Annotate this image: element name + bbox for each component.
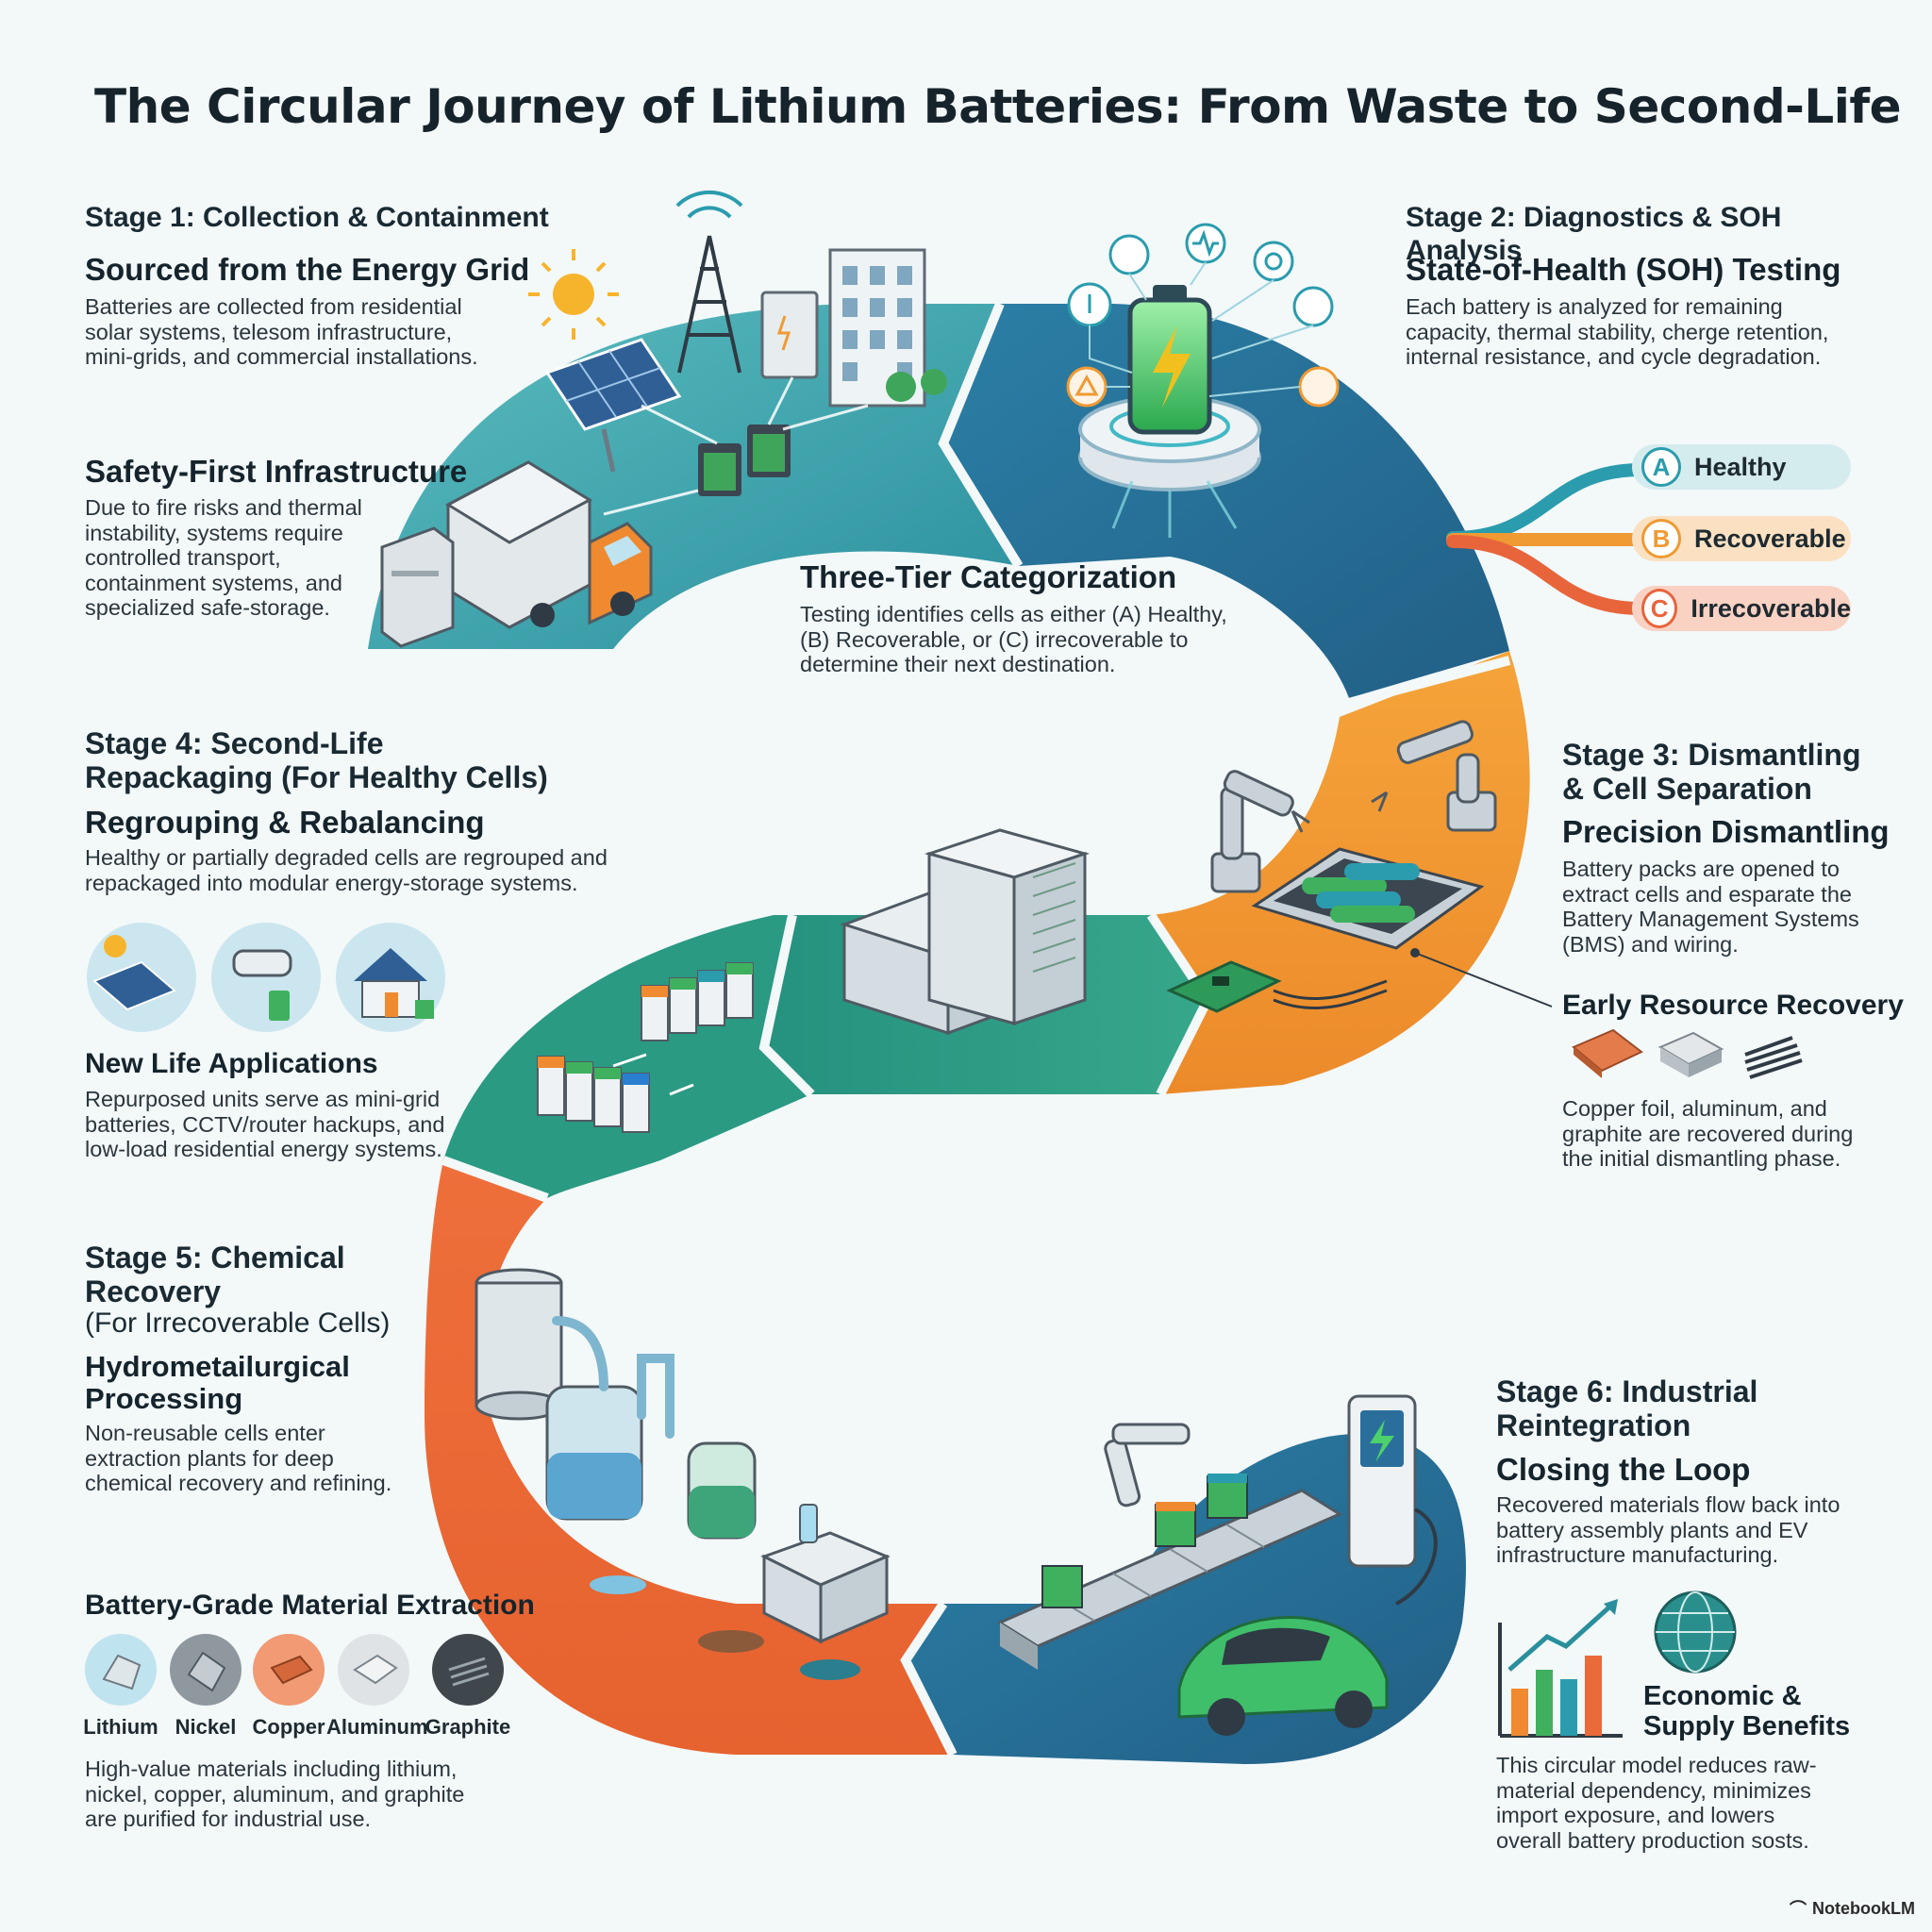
tier-c-label: Irrecoverable [1690, 593, 1851, 623]
energy-storage-cabinets-icon [840, 828, 1091, 1036]
stage4-text-applications: Repurposed units serve as mini-grid batt… [85, 1087, 445, 1161]
material-label-graphite: Graphite [425, 1715, 511, 1739]
stage4-heading-applications: New Life Applications [85, 1048, 378, 1079]
globe-icon [1654, 1591, 1737, 1674]
stage4-label: Stage 4: Second-Life Repackaging (For He… [85, 726, 548, 794]
house-application-icon [336, 923, 445, 1032]
thermometer-icon [1067, 282, 1112, 327]
material-powder-icon [590, 1575, 860, 1680]
settings-icon [1292, 286, 1334, 327]
tier-b-label: Recoverable [1694, 524, 1846, 553]
tier-b-badge: B [1641, 519, 1681, 558]
stage5-label: Stage 5: Chemical Recovery [85, 1241, 345, 1308]
aluminum-icon [338, 1634, 409, 1706]
tier-irrecoverable: C Irrecoverable [1632, 586, 1851, 631]
aluminum-ingot-icon [1657, 1031, 1724, 1077]
growth-chart-icon [1498, 1599, 1623, 1738]
stage2-text: Each battery is analyzed for remaining c… [1406, 294, 1829, 369]
extraction-machine-icon [760, 1504, 891, 1644]
solar-application-icon [87, 923, 196, 1032]
stage1-heading-safety: Safety-First Infrastructure [85, 454, 468, 489]
stage4-heading: Regrouping & Rebalancing [85, 805, 485, 840]
tier-healthy: A Healthy [1632, 444, 1851, 490]
power-cabinet-icon [760, 291, 819, 379]
robot-arm-right-icon [1371, 720, 1497, 832]
stage5-label-sub: (For Irrecoverable Cells) [85, 1307, 391, 1339]
stage1-heading-sourced: Sourced from the Energy Grid [85, 252, 530, 287]
tier-a-branch [1446, 463, 1648, 544]
nickel-icon [170, 1634, 242, 1706]
material-label-copper: Copper [252, 1715, 325, 1739]
stage6-heading: Closing the Loop [1496, 1452, 1751, 1487]
tier-a-label: Healthy [1694, 452, 1787, 481]
graphite-icon [1744, 1036, 1803, 1079]
tier-recoverable: B Recoverable [1632, 516, 1851, 561]
stage1-text-safety: Due to fire risks and thermal instabilit… [85, 495, 362, 620]
three-tier-text: Testing identifies cells as either (A) H… [800, 602, 1227, 676]
stage5-text: Non-reusable cells enter extraction plan… [85, 1421, 392, 1495]
page-title: The Circular Journey of Lithium Batterie… [94, 79, 1902, 134]
mixing-vessel-icon [687, 1441, 757, 1540]
warning-icon [1066, 366, 1108, 408]
telecom-tower-icon [675, 190, 743, 374]
stage6-heading-economic: Economic & Supply Benefits [1643, 1681, 1851, 1741]
stage5-heading: Hydrometailurgical Processing [85, 1350, 350, 1415]
ev-charger-icon [1347, 1394, 1438, 1606]
assembly-cells-icon [1041, 1474, 1248, 1608]
notebooklm-watermark: ⌒ NotebookLM [1790, 1896, 1915, 1921]
electric-car-icon [1177, 1615, 1389, 1736]
tier-a-badge: A [1641, 447, 1681, 487]
stage3-heading: Precision Dismantling [1562, 814, 1890, 849]
material-label-lithium: Lithium [83, 1715, 158, 1739]
tier-c-badge: C [1641, 589, 1678, 628]
stage3-label: Stage 3: Dismantling & Cell Separation [1562, 738, 1861, 806]
copper-icon [253, 1634, 325, 1706]
conveyor-belt-icon [996, 1489, 1343, 1670]
stage5-text-extraction: High-value materials including lithium, … [85, 1757, 465, 1831]
battery-icon [1127, 285, 1212, 435]
bms-board-icon [1166, 960, 1282, 1013]
office-building-icon [828, 248, 947, 408]
stage1-label: Stage 1: Collection & Containment [85, 202, 549, 233]
watermark-text: NotebookLM [1812, 1898, 1915, 1918]
cctv-application-icon [211, 923, 321, 1032]
battery-module-icon [698, 425, 791, 496]
transport-truck-icon [444, 460, 653, 629]
chemical-tank-icon [475, 1268, 563, 1421]
three-tier-heading: Three-Tier Categorization [800, 559, 1177, 594]
stage3-text-recovery: Copper foil, aluminum, and graphite are … [1562, 1096, 1854, 1171]
graphite-material-icon [432, 1634, 504, 1706]
gear-icon [1253, 241, 1294, 282]
battery-packs-icon [537, 962, 754, 1133]
robot-arm-left-icon [1210, 770, 1310, 893]
stage2-label: Stage 2: Diagnostics & SOH Analysis [1406, 202, 1782, 266]
material-label-nickel: Nickel [175, 1715, 237, 1739]
lithium-icon [85, 1634, 157, 1706]
stage4-text: Healthy or partially degraded cells are … [85, 845, 608, 895]
stage6-label: Stage 6: Industrial Reintegration [1496, 1374, 1758, 1442]
battery-tray-icon [1251, 847, 1485, 950]
storage-container-icon [380, 526, 455, 648]
stage5-heading-extraction: Battery-Grade Material Extraction [85, 1590, 535, 1621]
tier-c-branch [1446, 535, 1648, 615]
stage6-text: Recovered materials flow back into batte… [1496, 1492, 1840, 1567]
stage1-text-sourced: Batteries are collected from residential… [85, 294, 478, 369]
stage3-text: Battery packs are opened to extract cell… [1562, 857, 1859, 957]
assembly-robot-icon [1104, 1423, 1191, 1507]
material-label-aluminum: Aluminum [326, 1715, 428, 1739]
stage2-heading: State-of-Health (SOH) Testing [1406, 252, 1841, 287]
stage3-heading-recovery: Early Resource Recovery [1562, 990, 1904, 1021]
sensor-icon [1108, 234, 1150, 275]
sun-icon [528, 249, 619, 340]
heartbeat-icon [1185, 223, 1226, 264]
notebooklm-logo-icon: ⌒ [1790, 1900, 1807, 1919]
reactor-vessel-icon [545, 1385, 643, 1521]
copper-foil-icon [1572, 1028, 1643, 1078]
stage6-text-economic: This circular model reduces raw-material… [1496, 1753, 1817, 1853]
chemistry-icon [1298, 366, 1340, 408]
